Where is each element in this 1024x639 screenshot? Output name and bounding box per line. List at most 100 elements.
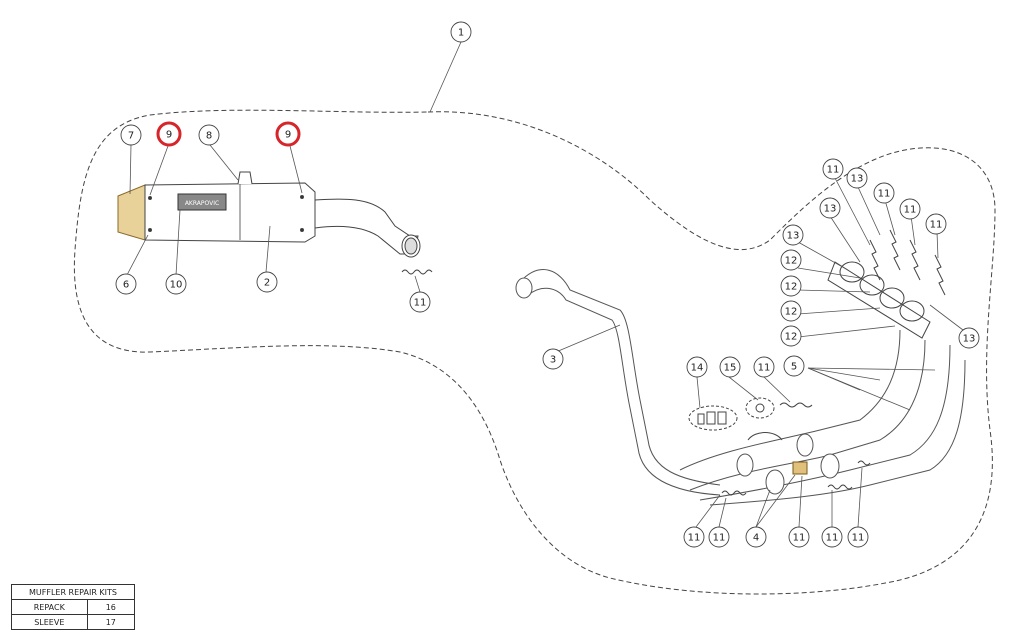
callout-c11e: 11 xyxy=(925,213,947,235)
callout-label: 13 xyxy=(787,231,800,242)
callout-circle xyxy=(780,325,802,347)
callout-circle xyxy=(165,273,187,295)
callout-label: 15 xyxy=(724,363,737,374)
brand-logo-band xyxy=(177,193,227,211)
callout-circle xyxy=(120,124,142,146)
callout-circle xyxy=(275,121,301,147)
muffler-repair-kits-table: MUFFLER REPAIR KITS REPACK 16 SLEEVE 17 xyxy=(11,584,136,630)
mounting-bracket xyxy=(237,171,253,185)
callout-label: 11 xyxy=(878,189,891,200)
callout-label: 12 xyxy=(785,307,798,318)
callout-circle xyxy=(745,526,767,548)
callout-circle xyxy=(719,356,741,378)
callout-circle xyxy=(708,526,730,548)
callout-c11g: 11 xyxy=(683,526,705,548)
callout-circle xyxy=(686,356,708,378)
callout-circle xyxy=(788,526,810,548)
callout-c14: 14 xyxy=(686,356,708,378)
callout-c11b: 11 xyxy=(822,158,844,180)
callout-circle xyxy=(115,273,137,295)
callout-c13a: 13 xyxy=(846,167,868,189)
callout-circle xyxy=(450,21,472,43)
header-pipe xyxy=(515,269,721,496)
callout-label: 1 xyxy=(458,28,464,39)
callout-circle xyxy=(925,213,947,235)
part-15-bracket xyxy=(745,397,783,441)
callout-label: 13 xyxy=(851,174,864,185)
collector-assembly xyxy=(679,329,966,506)
leader-lines xyxy=(126,41,964,528)
callout-c11a: 11 xyxy=(409,291,431,313)
callout-label: 11 xyxy=(930,220,943,231)
callout-label: 3 xyxy=(550,355,556,366)
callout-circle xyxy=(819,197,841,219)
callout-c2: 2 xyxy=(256,271,278,293)
kit-name: REPACK xyxy=(11,599,88,615)
port-flanges xyxy=(827,261,931,339)
callout-label: 11 xyxy=(852,533,865,544)
callout-label: 14 xyxy=(691,363,704,374)
callout-circle xyxy=(753,356,775,378)
callout-c13d: 13 xyxy=(958,327,980,349)
callout-label: 12 xyxy=(785,256,798,267)
kit-boundary-outline xyxy=(73,109,996,595)
callout-c12b: 12 xyxy=(780,275,802,297)
callout-label: 2 xyxy=(264,278,270,289)
callout-circle xyxy=(821,526,843,548)
rivet xyxy=(148,196,152,200)
callout-circle xyxy=(782,224,804,246)
callout-c12a: 12 xyxy=(780,249,802,271)
muffler-brand-text: AKRAPOVIC xyxy=(185,200,219,207)
callout-label: 9 xyxy=(285,130,291,141)
callout-circle xyxy=(958,327,980,349)
callout-c10: 10 xyxy=(165,273,187,295)
callout-c11j: 11 xyxy=(821,526,843,548)
callout-label: 11 xyxy=(793,533,806,544)
callout-c11i: 11 xyxy=(788,526,810,548)
callout-label: 8 xyxy=(206,131,212,142)
kit-number: 16 xyxy=(86,599,136,615)
muffler-assembly xyxy=(117,171,421,258)
callout-c11d: 11 xyxy=(899,198,921,220)
callout-circle xyxy=(780,275,802,297)
callout-c6: 6 xyxy=(115,273,137,295)
callout-label: 13 xyxy=(963,334,976,345)
callout-label: 4 xyxy=(753,533,759,544)
callout-label: 9 xyxy=(166,130,172,141)
rivet xyxy=(148,228,152,232)
kit-number: 17 xyxy=(86,614,136,630)
callout-circle xyxy=(822,158,844,180)
callout-label: 11 xyxy=(826,533,839,544)
callout-c4: 4 xyxy=(745,526,767,548)
callout-circle xyxy=(256,271,278,293)
kit-name: SLEEVE xyxy=(11,614,88,630)
callout-c5: 5 xyxy=(783,355,805,377)
callout-circle xyxy=(780,300,802,322)
rivet xyxy=(300,228,304,232)
callout-c13b: 13 xyxy=(819,197,841,219)
springs-header xyxy=(721,229,946,496)
callout-circle xyxy=(783,355,805,377)
callout-label: 6 xyxy=(123,280,129,291)
spring-11a xyxy=(401,269,433,275)
o2-sensor-boss xyxy=(792,461,808,475)
callout-label: 11 xyxy=(414,298,427,309)
callout-circle xyxy=(683,526,705,548)
callout-label: 11 xyxy=(713,533,726,544)
callout-c12d: 12 xyxy=(780,325,802,347)
callout-c8: 8 xyxy=(198,124,220,146)
callout-label: 12 xyxy=(785,282,798,293)
callout-c11h: 11 xyxy=(708,526,730,548)
callout-label: 11 xyxy=(904,205,917,216)
table-row: REPACK 16 xyxy=(11,599,136,615)
callout-circle xyxy=(198,124,220,146)
callout-circle xyxy=(409,291,431,313)
callout-label: 5 xyxy=(791,362,797,373)
callout-c11k: 11 xyxy=(847,526,869,548)
callout-circle xyxy=(899,198,921,220)
callout-c13c: 13 xyxy=(782,224,804,246)
callout-circle xyxy=(156,121,182,147)
callout-label: 11 xyxy=(827,165,840,176)
